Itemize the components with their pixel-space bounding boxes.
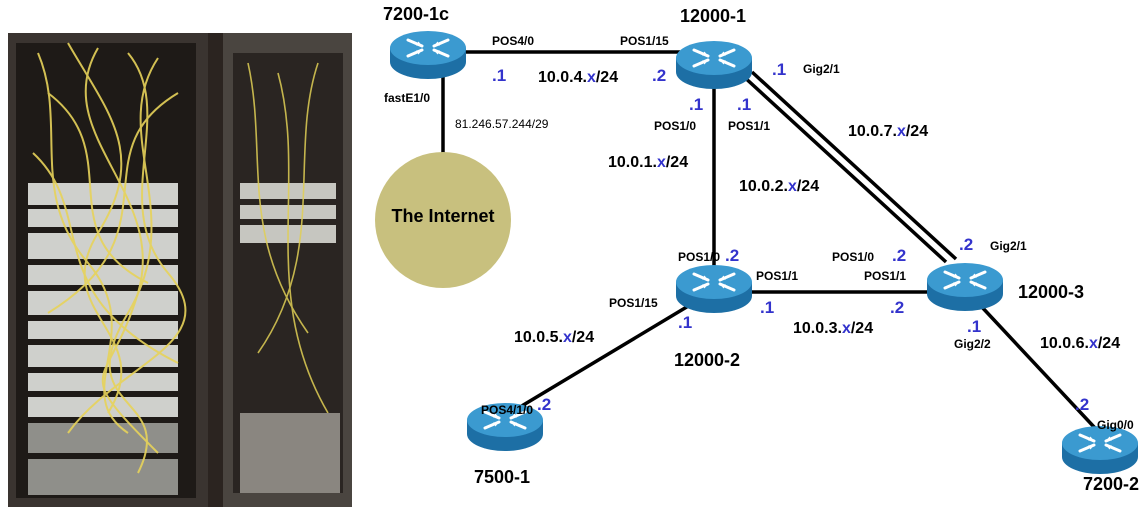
iface-12000-1-pos11: POS1/1: [728, 119, 770, 133]
subnet-label: 10.0.1.x/24: [608, 154, 688, 171]
link-12000-1-12000-3-a: [740, 73, 948, 264]
host-id: .1: [967, 317, 981, 336]
host-id: .2: [652, 66, 666, 85]
internet-label: The Internet: [391, 206, 494, 226]
router-7200-2[interactable]: [1060, 424, 1140, 476]
host-id: .2: [725, 246, 739, 265]
link-12000-1-12000-3-b: [750, 70, 958, 261]
host-id: .2: [959, 235, 973, 254]
subnet-label: 10.0.6.x/24: [1040, 335, 1120, 352]
subnet-label: 10.0.2.x/24: [739, 178, 819, 195]
iface-7500-pos: POS4/1/0: [481, 403, 533, 417]
host-id: .2: [1075, 395, 1089, 414]
iface-7200-1c-pos: POS4/0: [492, 34, 534, 48]
iface-12000-3-gig21: Gig2/1: [990, 239, 1027, 253]
internet-subnet-label: 81.246.57.244/29: [455, 117, 549, 131]
subnet-label: 10.0.7.x/24: [848, 123, 928, 140]
host-id: .1: [760, 298, 774, 317]
router-name-12000-3: 12000-3: [1018, 282, 1084, 302]
host-id: .1: [678, 313, 692, 332]
iface-12000-1-pos115: POS1/15: [620, 34, 669, 48]
router-name-12000-1: 12000-1: [680, 6, 746, 26]
iface-12000-3-pos10: POS1/0: [832, 250, 874, 264]
router-7200-1c[interactable]: [388, 29, 468, 81]
iface-12000-1-gig21: Gig2/1: [803, 62, 840, 76]
host-id: .2: [537, 395, 551, 414]
router-name-7200-1c: 7200-1c: [383, 4, 449, 24]
host-id: .2: [890, 298, 904, 317]
host-id: .1: [492, 66, 506, 85]
iface-12000-3-gig22: Gig2/2: [954, 337, 991, 351]
router-12000-2[interactable]: [674, 263, 754, 315]
router-name-7200-2: 7200-2: [1083, 474, 1139, 494]
iface-12000-2-pos115: POS1/15: [609, 296, 658, 310]
subnet-label: 10.0.3.x/24: [793, 320, 873, 337]
host-id: .2: [892, 246, 906, 265]
host-id: .1: [772, 60, 786, 79]
host-id: .1: [689, 95, 703, 114]
equipment-rack-photo: [8, 33, 352, 507]
router-12000-1[interactable]: [674, 39, 754, 91]
router-name-12000-2: 12000-2: [674, 350, 740, 370]
iface-12000-2-pos10: POS1/0: [678, 250, 720, 264]
subnet-label: 10.0.4.x/24: [538, 69, 618, 86]
iface-12000-2-pos11: POS1/1: [756, 269, 798, 283]
iface-7200-2-gig: Gig0/0: [1097, 418, 1134, 432]
iface-12000-1-pos10: POS1/0: [654, 119, 696, 133]
router-12000-3[interactable]: [925, 261, 1005, 313]
link-12000-2-7500-1: [514, 303, 691, 412]
subnet-label: 10.0.5.x/24: [514, 329, 594, 346]
iface-12000-3-pos11: POS1/1: [864, 269, 906, 283]
host-id: .1: [737, 95, 751, 114]
link-12000-3-7200-2: [978, 303, 1097, 430]
iface-7200-1c-fast: fastE1/0: [384, 91, 430, 105]
router-name-7500-1: 7500-1: [474, 467, 530, 487]
internet-cloud: [375, 152, 511, 288]
